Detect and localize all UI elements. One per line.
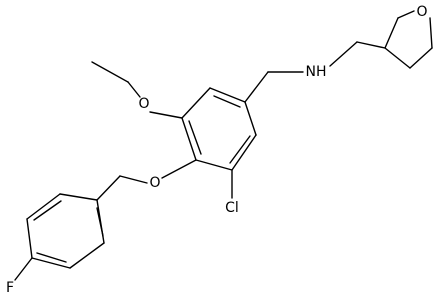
bond-thf-c [429,17,433,49]
atom-oxygen-thf: O [416,4,427,20]
bond-ring-a [181,87,211,119]
bond-ethyl-ch3-ch2 [91,61,129,83]
bond-ring-double-3 [188,120,202,155]
atom-oxygen-ethoxy: O [138,96,149,112]
bond-ring-d [231,134,257,171]
atom-chlorine: Cl [225,200,239,216]
bond-fring-d [26,218,33,259]
bond-fring-f [59,193,98,201]
bond-fring-double-3 [33,200,62,221]
bond-fring-c [31,257,71,269]
bond-thf-a [384,17,399,49]
bond-o-ring [149,111,183,119]
bond-ring-double-2 [229,135,251,164]
bond-thf-e [384,47,411,69]
bond-ch2-ring [96,175,121,201]
bond-ring-f [181,117,197,161]
atom-oxygen-benzyloxy: O [149,175,160,191]
bond-fring-double-1 [96,207,104,237]
bond-fring-e [26,193,61,220]
atom-fluorine: F [6,280,14,296]
bond-fring-double-2 [36,252,67,263]
bond-ring-double-1 [213,95,241,108]
bond-ring-b [209,87,246,103]
bond-ethyl-ch2-o [127,81,141,98]
bond-fring-b [69,242,105,269]
bond-ring-e [195,159,233,171]
bond-o-ch2 [119,175,148,184]
bond-ring-f [14,257,33,281]
bond-ring-obenzyl [161,159,197,179]
bond-thf-b [397,10,415,19]
bond-ch2-thf [356,41,386,49]
atom-amine: NH [306,64,327,80]
bond-n-ch2 [329,41,358,67]
bond-ring-ch2 [244,71,269,103]
bond-thf-d [409,47,433,69]
bond-ring-c [244,101,257,136]
